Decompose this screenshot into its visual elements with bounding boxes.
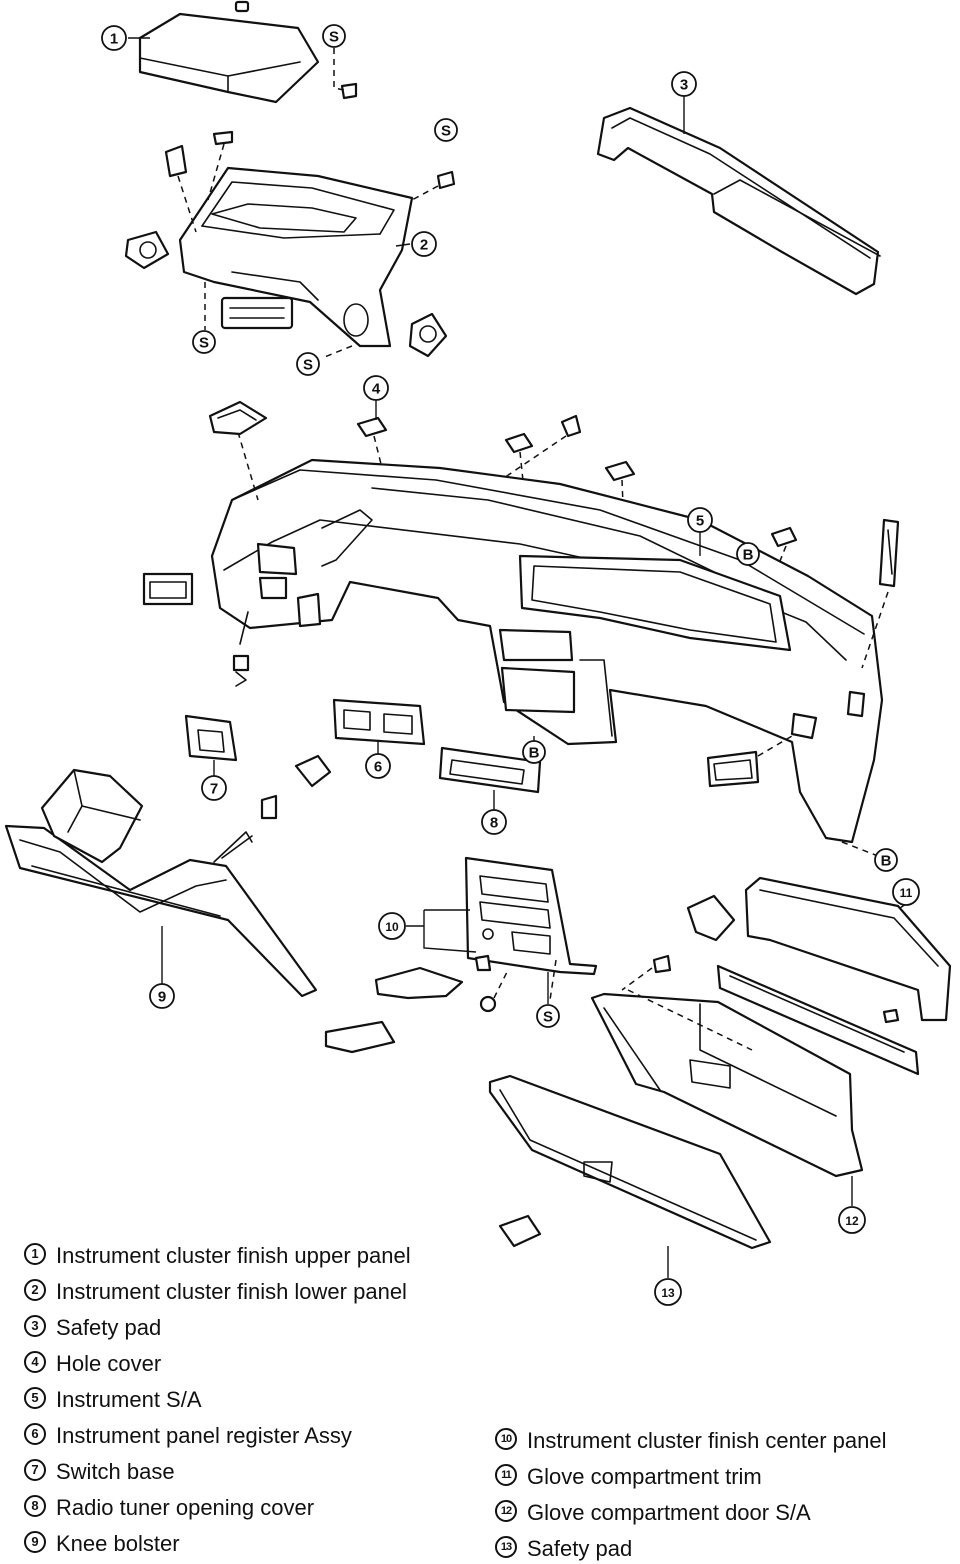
part-13-safety-pad <box>488 1074 772 1278</box>
legend-item: 8 Radio tuner opening cover <box>24 1492 314 1522</box>
svg-text:7: 7 <box>210 781 218 798</box>
legend-label: Safety pad <box>56 1315 162 1341</box>
svg-text:12: 12 <box>845 1214 859 1228</box>
legend-item: 7 Switch base <box>24 1456 175 1486</box>
callout-10: 10 <box>378 912 406 940</box>
legend-item: 12 Glove compartment door S/A <box>495 1497 811 1527</box>
legend-number: 12 <box>495 1500 517 1523</box>
legend-label: Instrument cluster finish center panel <box>527 1428 887 1454</box>
svg-text:1: 1 <box>110 31 118 48</box>
svg-text:2: 2 <box>420 237 428 254</box>
part-1-upper-panel <box>138 0 358 104</box>
legend-item: 5 Instrument S/A <box>24 1384 202 1414</box>
legend-item: 10 Instrument cluster finish center panel <box>495 1425 887 1455</box>
svg-text:4: 4 <box>372 381 381 398</box>
legend-number: 2 <box>24 1279 46 1302</box>
legend-label: Safety pad <box>527 1536 633 1562</box>
legend-label: Instrument cluster finish lower panel <box>56 1279 407 1305</box>
screw-marker: S <box>192 330 216 354</box>
svg-text:S: S <box>303 357 313 374</box>
part-2-lower-panel <box>124 130 456 359</box>
legend-label: Instrument cluster finish upper panel <box>56 1243 411 1269</box>
svg-text:B: B <box>743 547 754 564</box>
legend-item: 3 Safety pad <box>24 1312 161 1342</box>
legend-item: 2 Instrument cluster finish lower panel <box>24 1276 407 1306</box>
switch-panel-right <box>706 735 793 788</box>
legend-label: Glove compartment door S/A <box>527 1500 811 1526</box>
callout-11: 11 <box>892 878 920 906</box>
callout-2: 2 <box>411 231 437 257</box>
callout-12: 12 <box>838 1206 866 1234</box>
svg-text:B: B <box>529 745 540 762</box>
legend-item: 9 Knee bolster <box>24 1528 180 1558</box>
legend-label: Hole cover <box>56 1351 162 1377</box>
svg-text:S: S <box>199 335 209 352</box>
side-vent <box>208 400 268 436</box>
part-5-instrument-sa <box>210 431 884 844</box>
legend-label: Radio tuner opening cover <box>56 1495 315 1521</box>
part-9-knee-bolster <box>4 768 318 998</box>
callout-8: 8 <box>481 809 507 835</box>
legend-number: 10 <box>495 1428 517 1451</box>
svg-text:3: 3 <box>680 77 688 94</box>
legend-label: Instrument S/A <box>56 1387 202 1413</box>
callout-13: 13 <box>654 1278 682 1306</box>
legend-number: 8 <box>24 1495 46 1518</box>
callout-6: 6 <box>365 753 391 779</box>
svg-text:S: S <box>543 1009 553 1026</box>
legend-number: 1 <box>24 1243 46 1266</box>
part-7-switch-base <box>184 714 238 776</box>
callout-1: 1 <box>101 25 127 51</box>
callout-4: 4 <box>363 375 389 401</box>
screw-marker: S <box>322 24 346 48</box>
svg-text:6: 6 <box>374 759 382 776</box>
switch-panel-left <box>142 572 194 606</box>
legend-number: 13 <box>495 1536 517 1559</box>
clip-marker: B <box>736 542 760 566</box>
legend-item: 13 Safety pad <box>495 1533 632 1563</box>
part-6-register-assy <box>332 698 426 754</box>
legend-number: 3 <box>24 1315 46 1338</box>
legend-item: 4 Hole cover <box>24 1348 161 1378</box>
part-8-radio-cover <box>438 746 542 810</box>
svg-text:10: 10 <box>385 920 399 934</box>
part-12-glove-door-sa <box>590 954 920 1206</box>
screw-marker: S <box>536 1004 560 1028</box>
part-11-glove-trim <box>686 876 952 1024</box>
legend-number: 5 <box>24 1387 46 1410</box>
svg-text:11: 11 <box>900 886 913 900</box>
screw-marker: S <box>434 118 458 142</box>
legend-label: Glove compartment trim <box>527 1464 762 1490</box>
svg-text:5: 5 <box>696 513 704 530</box>
legend-label: Instrument panel register Assy <box>56 1423 352 1449</box>
svg-text:8: 8 <box>490 815 498 832</box>
clip-marker: B <box>522 740 546 764</box>
part-10-center-panel <box>324 856 598 1054</box>
right-bracket <box>861 518 900 669</box>
clip-marker: B <box>874 848 898 872</box>
svg-text:S: S <box>329 29 339 46</box>
callout-7: 7 <box>201 775 227 801</box>
legend-number: 9 <box>24 1531 46 1554</box>
screw-marker: S <box>296 352 320 376</box>
svg-text:S: S <box>441 123 451 140</box>
callout-3: 3 <box>671 71 697 97</box>
legend-number: 4 <box>24 1351 46 1374</box>
legend-number: 7 <box>24 1459 46 1482</box>
legend-label: Knee bolster <box>56 1531 180 1557</box>
svg-text:9: 9 <box>158 989 166 1006</box>
legend-item: 11 Glove compartment trim <box>495 1461 762 1491</box>
callout-9: 9 <box>149 983 175 1009</box>
legend-label: Switch base <box>56 1459 175 1485</box>
svg-text:13: 13 <box>661 1286 675 1300</box>
part-3-safety-pad <box>596 106 881 296</box>
callout-5: 5 <box>687 507 713 533</box>
legend-item: 1 Instrument cluster finish upper panel <box>24 1240 411 1270</box>
legend-item: 6 Instrument panel register Assy <box>24 1420 352 1450</box>
legend-number: 11 <box>495 1464 517 1487</box>
fastener-clips <box>213 754 332 863</box>
svg-text:B: B <box>881 853 892 870</box>
legend-number: 6 <box>24 1423 46 1446</box>
